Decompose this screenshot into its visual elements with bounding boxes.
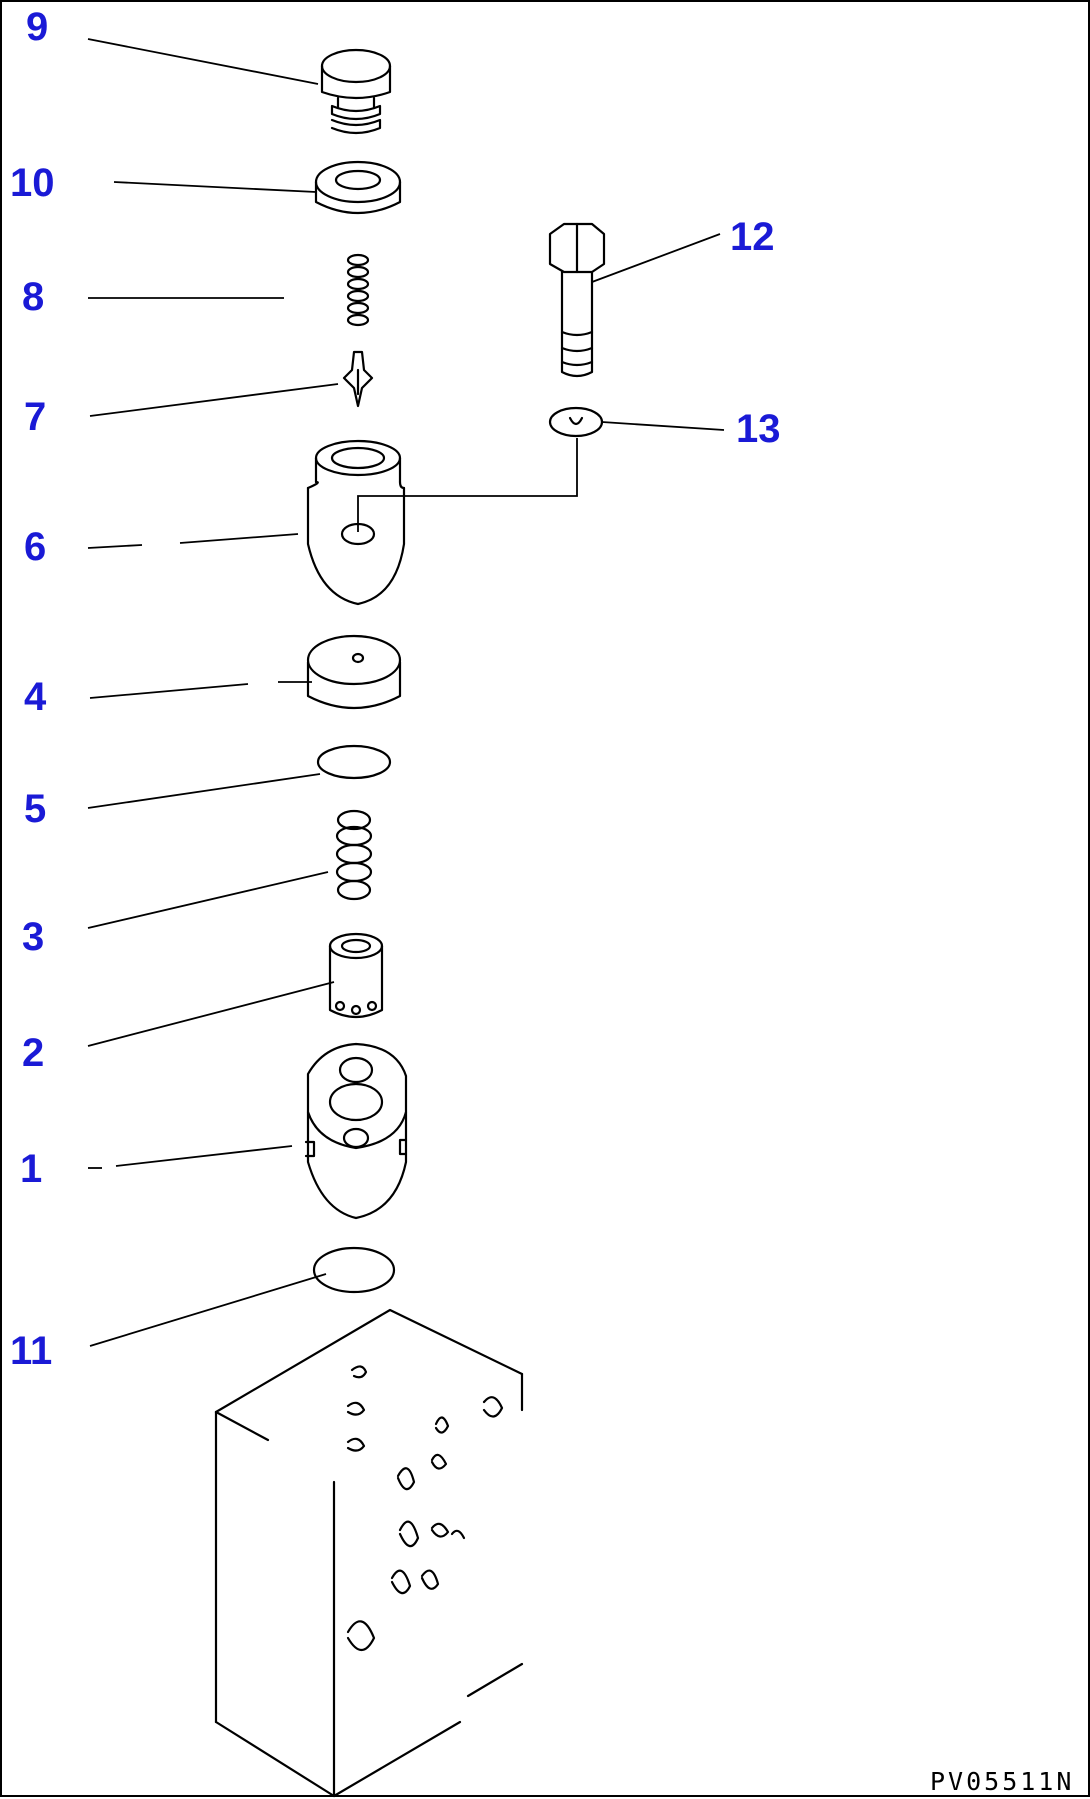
- part-8-spring: [346, 253, 370, 327]
- callout-11: 11: [10, 1329, 52, 1373]
- part-12-bolt: [548, 222, 606, 378]
- part-4-disc: [306, 634, 402, 710]
- callout-7: 7: [24, 395, 46, 439]
- callout-6: 6: [24, 525, 46, 569]
- part-5-o-ring: [316, 744, 392, 780]
- part-2-spool: [328, 932, 384, 1019]
- drawing-code: PV05511N: [930, 1767, 1074, 1796]
- part-13-washer: [548, 406, 604, 438]
- part-10-nut: [314, 160, 402, 215]
- callout-5: 5: [24, 787, 46, 831]
- part-1-sleeve: [304, 1042, 408, 1220]
- part-3-spring: [335, 809, 373, 901]
- callout-2: 2: [22, 1031, 44, 1075]
- callout-10: 10: [10, 161, 55, 205]
- callout-9: 9: [26, 5, 48, 49]
- callout-1: 1: [20, 1147, 42, 1191]
- part-7-poppet: [342, 350, 374, 408]
- callout-12: 12: [730, 215, 775, 259]
- callout-4: 4: [24, 675, 47, 719]
- callout-3: 3: [22, 915, 44, 959]
- callout-8: 8: [22, 275, 44, 319]
- part-11-o-ring: [312, 1246, 396, 1294]
- part-6-valve-body: [306, 439, 406, 606]
- valve-block: [214, 1308, 524, 1798]
- callout-13: 13: [736, 407, 781, 451]
- leader-lines: [87, 38, 725, 1347]
- part-9-plug: [320, 48, 392, 135]
